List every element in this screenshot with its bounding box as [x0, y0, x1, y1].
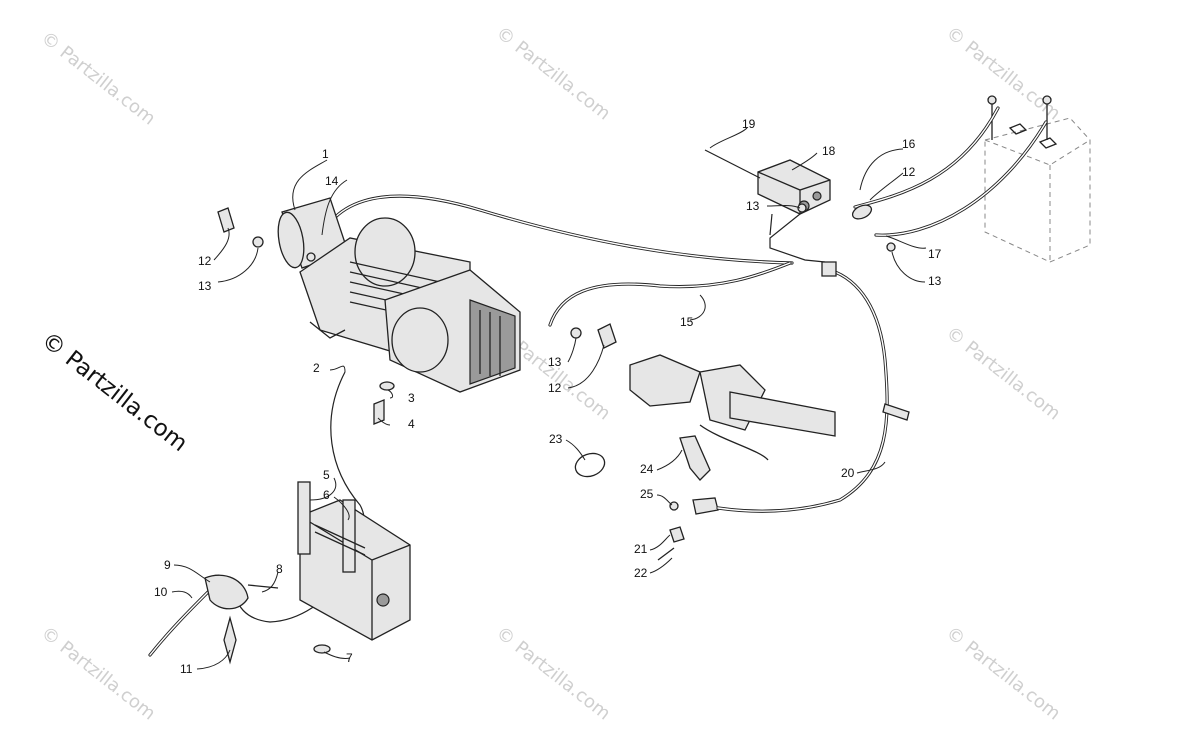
fairlead	[297, 481, 411, 641]
callout-17: 17	[928, 247, 942, 261]
callout-21: 21	[634, 542, 648, 556]
callout-6: 6	[323, 488, 330, 502]
callout-20: 20	[841, 466, 855, 480]
watermark-group: © Partzilla.com © Partzilla.com © Partzi…	[36, 22, 1064, 724]
callout-12: 12	[902, 165, 916, 179]
retaining-clip	[574, 452, 606, 478]
callout-3: 3	[408, 391, 415, 405]
watermark: © Partzilla.com	[492, 622, 614, 724]
callout-13: 13	[198, 279, 212, 293]
callout-19: 19	[742, 117, 756, 131]
callout-14: 14	[325, 174, 339, 188]
switch-cable	[716, 261, 910, 513]
callout-2: 2	[313, 361, 320, 375]
winch-assembly	[277, 197, 521, 393]
watermark-main: © Partzilla.com	[36, 327, 192, 457]
callout-22: 22	[634, 566, 648, 580]
solenoid-relay	[704, 149, 831, 263]
callout-5: 5	[323, 468, 330, 482]
callout-16: 16	[902, 137, 916, 151]
callout-13: 13	[548, 355, 562, 369]
callout-12: 12	[548, 381, 562, 395]
watermark: © Partzilla.com	[492, 22, 614, 124]
watermark: © Partzilla.com	[37, 27, 159, 129]
power-cables	[313, 194, 794, 327]
callout-15: 15	[680, 315, 694, 329]
hook-assembly	[148, 574, 279, 665]
terminal-nuts	[217, 203, 896, 349]
callout-12: 12	[198, 254, 212, 268]
callout-labels: 1 14 12 13 2 3 4 5 6 8 9 10 7 11 15 13 1…	[154, 117, 942, 676]
callout-7: 7	[346, 651, 353, 665]
callout-24: 24	[640, 462, 654, 476]
callout-23: 23	[549, 432, 563, 446]
battery	[984, 95, 1091, 263]
watermark: © Partzilla.com	[37, 622, 159, 724]
callout-9: 9	[164, 558, 171, 572]
callout-13: 13	[928, 274, 942, 288]
fasteners	[313, 381, 395, 654]
leader-lines	[171, 127, 927, 670]
handlebar-switch	[629, 354, 836, 561]
callout-1: 1	[322, 147, 329, 161]
watermark: © Partzilla.com	[942, 22, 1064, 124]
battery-cables	[851, 106, 1048, 237]
watermark: © Partzilla.com	[942, 622, 1064, 724]
callout-4: 4	[408, 417, 415, 431]
watermark: © Partzilla.com	[942, 322, 1064, 424]
callout-25: 25	[640, 487, 654, 501]
callout-18: 18	[822, 144, 836, 158]
callout-11: 11	[180, 662, 193, 676]
callout-13: 13	[746, 199, 760, 213]
callout-8: 8	[276, 562, 283, 576]
callout-10: 10	[154, 585, 168, 599]
